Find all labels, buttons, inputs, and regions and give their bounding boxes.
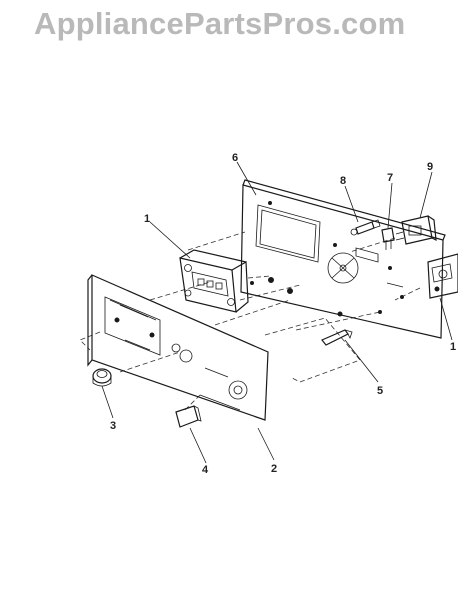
indicator-lamp	[350, 219, 381, 236]
callout-1-right: 1	[450, 341, 456, 353]
switch-housing	[175, 405, 202, 428]
callout-9: 9	[427, 161, 433, 173]
callout-8: 8	[340, 175, 346, 187]
rear-mounting-plate	[240, 179, 446, 339]
control-knob	[92, 368, 112, 387]
callout-leaders	[101, 161, 453, 464]
callout-1-left: 1	[144, 213, 150, 225]
watermark-logo: AppliancePartsPros.com	[34, 6, 406, 41]
terminal-block	[427, 253, 458, 299]
callout-7: 7	[387, 172, 393, 184]
callout-6: 6	[232, 152, 238, 164]
mounting-bracket	[321, 329, 353, 346]
callout-3: 3	[110, 420, 116, 432]
timer-module	[179, 249, 249, 313]
control-switch	[395, 215, 437, 245]
assembly-guide-lines	[79, 231, 421, 411]
front-control-panel	[87, 274, 269, 421]
callout-4: 4	[202, 464, 209, 476]
lamp-socket	[381, 227, 395, 250]
callout-5: 5	[377, 385, 383, 397]
screws	[268, 277, 343, 317]
callout-2: 2	[271, 463, 277, 475]
